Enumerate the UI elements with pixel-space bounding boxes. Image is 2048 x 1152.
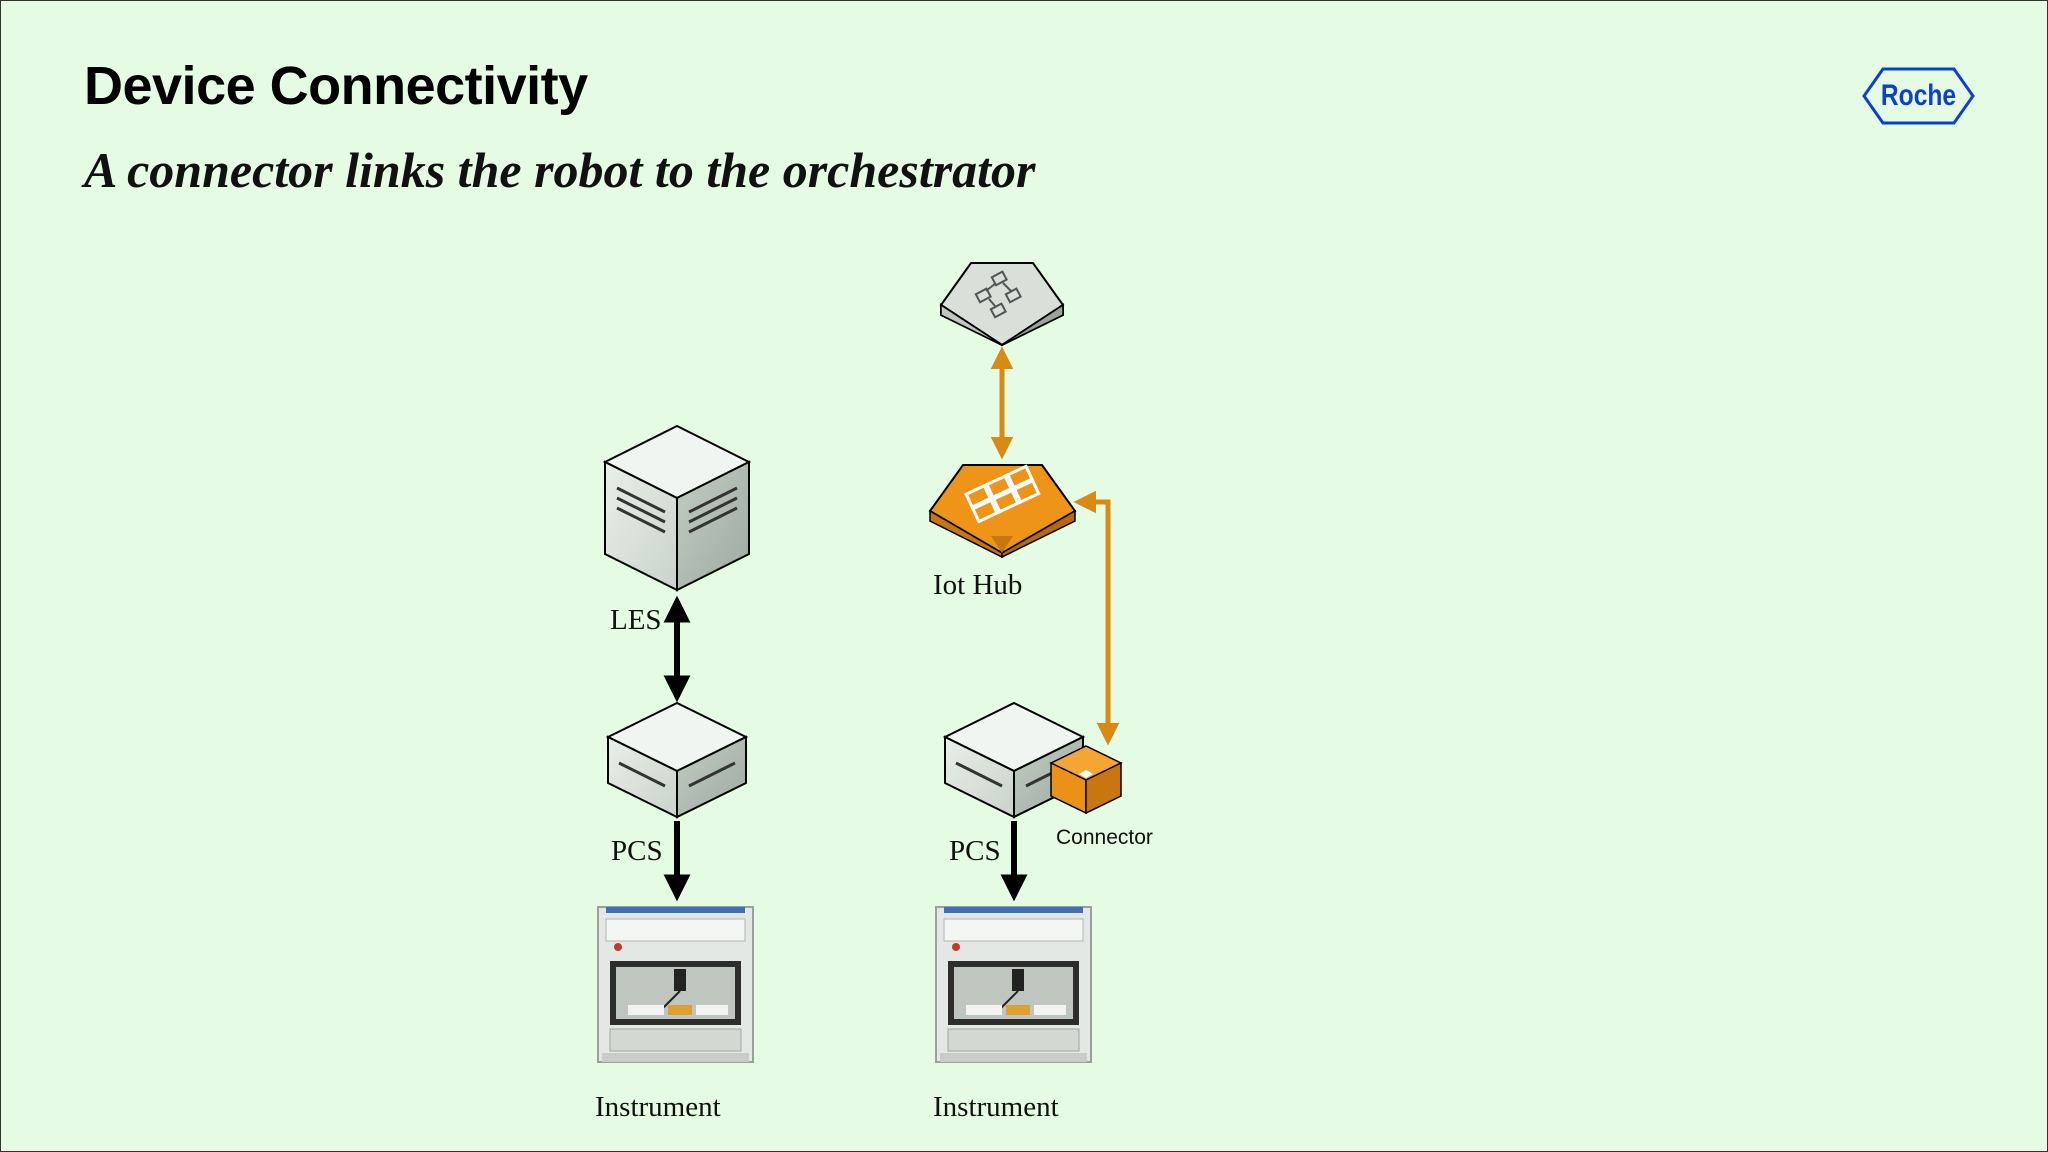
instrument-image bbox=[597, 906, 754, 1063]
server-icon bbox=[602, 424, 752, 592]
instrument-label-left: Instrument bbox=[595, 1091, 721, 1123]
connector-label: Connector bbox=[1056, 826, 1153, 849]
roche-logo-text: Roche bbox=[1880, 79, 1957, 112]
iot-hub-icon bbox=[928, 464, 1077, 559]
page-subtitle: A connector links the robot to the orche… bbox=[84, 142, 1036, 198]
instrument-image-right bbox=[935, 906, 1092, 1063]
pcs-label-left: PCS bbox=[611, 835, 663, 867]
roche-logo: Roche bbox=[1861, 67, 1976, 125]
pcs-icon bbox=[605, 701, 749, 819]
page-title: Device Connectivity bbox=[84, 56, 588, 116]
iot-hub-label: Iot Hub bbox=[933, 569, 1023, 601]
pcs-icon-right bbox=[942, 701, 1086, 819]
instrument-label-right: Instrument bbox=[933, 1091, 1059, 1123]
connector-hub-arrow bbox=[1073, 490, 1120, 746]
orchestrator-icon bbox=[939, 262, 1065, 347]
connector-icon bbox=[1049, 745, 1123, 815]
roche-logo-hexagon bbox=[1862, 67, 1975, 125]
pcs-label-right: PCS bbox=[949, 835, 1001, 867]
les-label: LES bbox=[610, 604, 662, 636]
